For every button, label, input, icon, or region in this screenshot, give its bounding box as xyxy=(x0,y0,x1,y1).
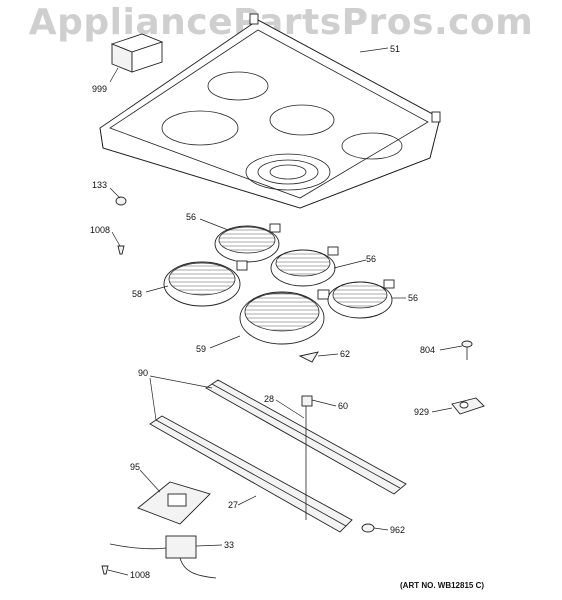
callout-33: 33 xyxy=(224,540,234,550)
callout-56-top: 56 xyxy=(186,212,196,222)
callout-58: 58 xyxy=(132,289,142,299)
callout-51: 51 xyxy=(390,44,400,54)
part-56-burner-top[interactable] xyxy=(214,223,281,263)
part-90-lower-rail[interactable] xyxy=(149,415,353,533)
callout-1008-top: 1008 xyxy=(90,225,110,235)
callout-59: 59 xyxy=(196,344,206,354)
callout-804: 804 xyxy=(420,345,435,355)
callout-929: 929 xyxy=(414,407,429,417)
callout-56-middle: 56 xyxy=(366,254,376,264)
callout-1008-bottom: 1008 xyxy=(130,570,150,580)
part-62-clip[interactable] xyxy=(298,351,319,363)
callout-999: 999 xyxy=(92,84,107,94)
callout-56-right: 56 xyxy=(408,293,418,303)
callout-133: 133 xyxy=(92,180,107,190)
part-95-shield[interactable] xyxy=(137,481,211,525)
part-1008-screw-bottom[interactable] xyxy=(101,565,109,575)
callout-62: 62 xyxy=(340,349,350,359)
part-1008-screw-top[interactable] xyxy=(117,245,125,255)
part-60-clip[interactable] xyxy=(301,395,313,407)
callout-60: 60 xyxy=(338,401,348,411)
art-number: (ART NO. WB12815 C) xyxy=(400,581,484,590)
callout-95: 95 xyxy=(130,462,140,472)
part-58-burner-left[interactable] xyxy=(163,260,248,307)
part-33-terminal-block[interactable] xyxy=(109,535,217,579)
part-59-burner-large[interactable] xyxy=(239,289,330,345)
part-133-clip[interactable] xyxy=(115,196,127,206)
part-999-box[interactable] xyxy=(110,33,164,73)
part-929-bracket[interactable] xyxy=(451,397,485,415)
part-56-burner-middle[interactable] xyxy=(270,246,339,287)
part-804-screw[interactable] xyxy=(461,340,473,360)
callout-962: 962 xyxy=(390,525,405,535)
leader-lines xyxy=(107,47,463,576)
part-56-burner-right[interactable] xyxy=(327,279,395,319)
callout-90: 90 xyxy=(138,368,148,378)
part-962-nut[interactable] xyxy=(361,523,375,533)
part-51-cooktop[interactable] xyxy=(99,13,441,209)
callout-28: 28 xyxy=(264,394,274,404)
callout-27: 27 xyxy=(228,500,238,510)
